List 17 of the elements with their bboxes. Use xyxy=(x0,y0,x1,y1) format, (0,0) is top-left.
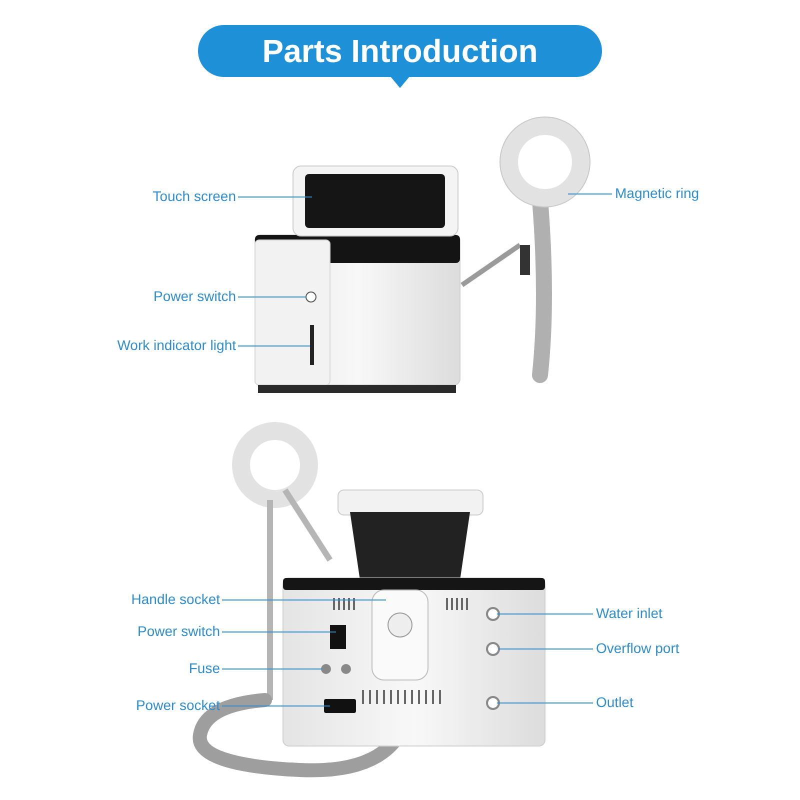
leader-line xyxy=(238,196,312,198)
part-label: Touch screen xyxy=(152,188,236,204)
part-label: Handle socket xyxy=(131,591,220,607)
leader-line xyxy=(496,702,594,704)
leader-line xyxy=(238,296,306,298)
part-label: Power socket xyxy=(136,697,220,713)
part-label: Water inlet xyxy=(596,605,662,621)
leader-line xyxy=(222,668,322,670)
part-label: Overflow port xyxy=(596,640,680,656)
leader-line xyxy=(498,648,594,650)
part-label: Work indicator light xyxy=(117,337,236,353)
part-label: Power switch xyxy=(154,288,236,304)
part-label: Fuse xyxy=(188,660,220,676)
title-banner: Parts Introduction xyxy=(198,25,602,77)
part-label: Outlet xyxy=(596,694,634,710)
part-label: Magnetic ring xyxy=(615,185,700,201)
part-label: Power switch xyxy=(138,623,220,639)
